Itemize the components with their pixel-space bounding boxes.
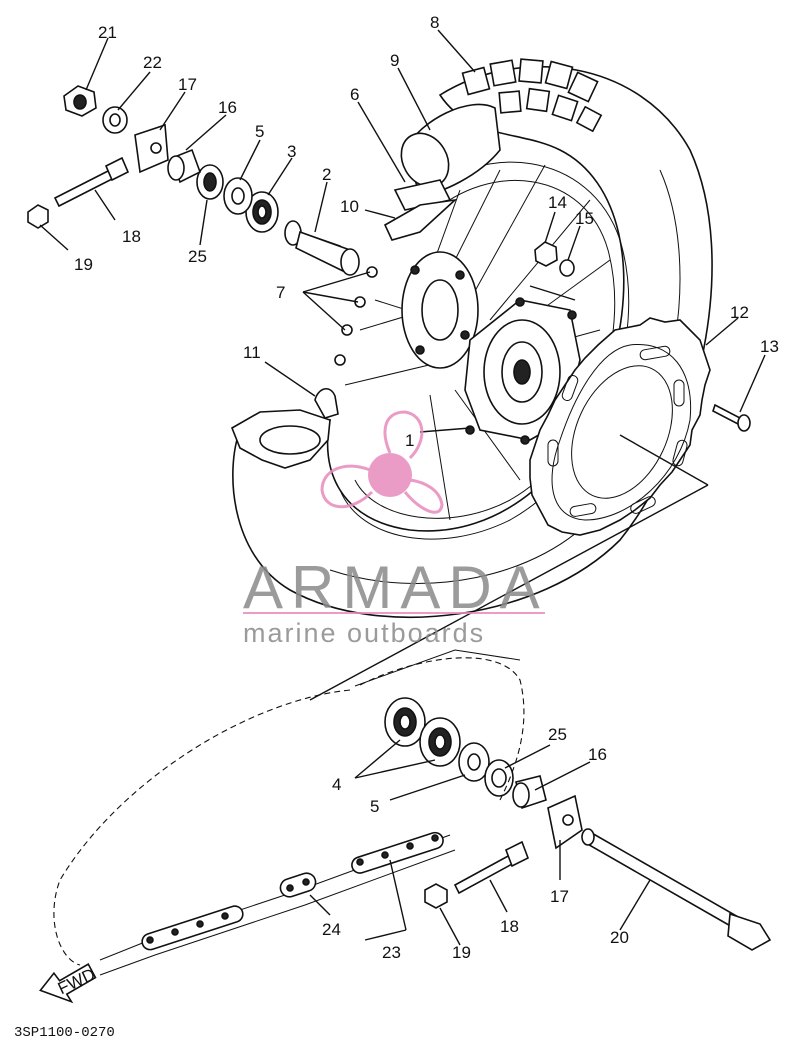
callout-19-top: 19 [74,255,93,274]
fwd-label: FWD [55,965,98,999]
washer-15 [559,259,575,277]
callout-20-bottom: 20 [610,928,629,947]
adjuster-17-upper [134,123,169,174]
callout-22-top: 22 [143,53,162,72]
bearing-3 [245,191,279,233]
collar-16-lower [512,775,547,810]
callout-10-top: 10 [340,197,359,216]
drive-chain-23 [53,649,525,976]
callout-16-top: 16 [218,98,237,117]
armada-watermark: ARMADA marine outboards [243,410,548,648]
oil-seal-25-upper [196,164,224,200]
propeller-hub [368,453,412,497]
nut-19-lower [424,883,448,909]
chain-links-upper [351,831,444,874]
armada-propeller-logo [320,410,444,514]
nut-14 [534,241,558,267]
callout-17-top: 17 [178,75,197,94]
callout-18-bottom: 18 [500,917,519,936]
callout-numbers: 21 22 17 16 5 3 2 8 9 6 10 18 19 25 7 14… [74,13,779,962]
callout-17-bottom: 17 [550,887,569,906]
leader-lines-bottom [309,739,651,946]
callout-8-top: 8 [430,13,439,32]
callout-3-top: 3 [287,142,296,161]
callout-5-top: 5 [255,122,264,141]
callout-1-top: 1 [405,431,414,450]
spacer-5-upper [223,177,253,215]
callout-23-bottom: 23 [382,943,401,962]
nut-19-upper [27,204,49,229]
leader-lines-top [39,29,766,701]
watermark-tagline: marine outboards [243,618,485,648]
callout-24-bottom: 24 [322,920,341,939]
spoke-nipples-7 [334,266,378,366]
callout-9-top: 9 [390,51,399,70]
fwd-arrow: FWD [39,963,98,1004]
callout-25-top: 25 [188,247,207,266]
tire-knobs [461,58,603,133]
callout-7-top: 7 [276,283,285,302]
callout-16-bottom: 16 [588,745,607,764]
callout-15-top: 15 [575,209,594,228]
master-link-24 [279,872,317,898]
drawing-code: 3SP1100-0270 [14,1025,115,1041]
bearings-4 [384,697,461,767]
bolt-18-lower [453,840,530,895]
axle-20 [581,828,772,951]
callout-2-top: 2 [322,165,331,184]
callout-5-bottom: 5 [370,797,379,816]
adjuster-17-lower [547,794,583,850]
rear-hub [401,251,479,369]
spacer-5-lower [458,742,490,782]
bolt-18-upper [53,156,130,208]
valve-11 [314,388,339,419]
rear-sprocket [529,317,711,536]
collar-16-upper [167,148,201,184]
bolt-13 [712,403,751,432]
axle-upper [284,220,360,276]
watermark-brand: ARMADA [243,554,548,621]
callout-4-bottom: 4 [332,775,341,794]
callout-14-top: 14 [548,193,567,212]
callout-21-top: 21 [98,23,117,42]
chain-links-lower [141,905,244,951]
callout-25-bottom: 25 [548,725,567,744]
callout-11-top: 11 [243,343,261,362]
callout-18-top: 18 [122,227,141,246]
callout-6-top: 6 [350,85,359,104]
callout-12-top: 12 [730,303,749,322]
chain-case-parts [383,103,501,241]
sprocket-hub [464,297,581,445]
washer-22 [102,106,128,134]
nut-21 [63,85,97,117]
callout-13-top: 13 [760,337,779,356]
callout-19-bottom: 19 [452,943,471,962]
